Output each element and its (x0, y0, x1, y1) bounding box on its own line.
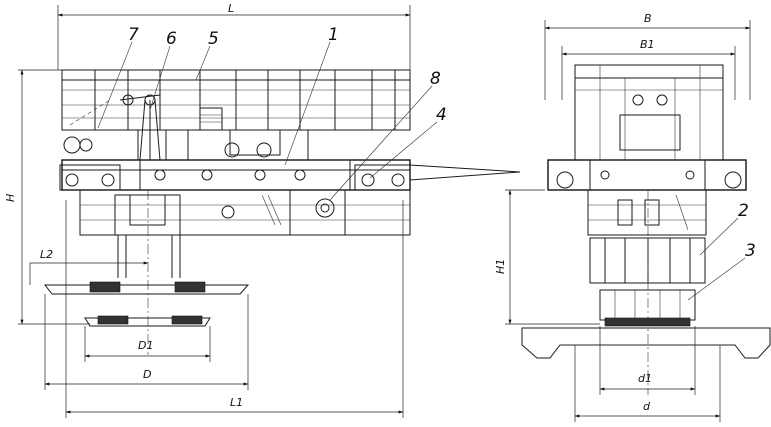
dim-d: d (643, 400, 651, 413)
callout-4: 4 (436, 105, 447, 125)
callout-6: 6 (166, 29, 177, 49)
dim-L1: L1 (230, 396, 243, 409)
callout-5: 5 (208, 29, 219, 49)
dim-D: D (143, 368, 151, 381)
callout-2: 2 (738, 201, 749, 221)
dim-H: H (4, 194, 17, 202)
dim-B: B (644, 12, 652, 25)
dimension-labels: L H L2 D1 D L1 B B1 H1 d1 d (4, 2, 655, 413)
callout-1: 1 (328, 25, 339, 45)
dim-B1: B1 (640, 38, 655, 51)
callout-numbers: 7 6 5 1 8 4 2 3 (128, 25, 756, 261)
end-elevation-view (505, 20, 771, 422)
callout-7: 7 (128, 25, 139, 45)
side-elevation-view (18, 5, 521, 418)
dim-L2: L2 (40, 248, 53, 261)
callout-8: 8 (430, 69, 441, 89)
callout-3: 3 (745, 241, 756, 261)
dim-L: L (228, 2, 234, 15)
dim-D1: D1 (138, 339, 153, 352)
dim-d1: d1 (638, 372, 652, 385)
dim-H1: H1 (494, 259, 507, 274)
